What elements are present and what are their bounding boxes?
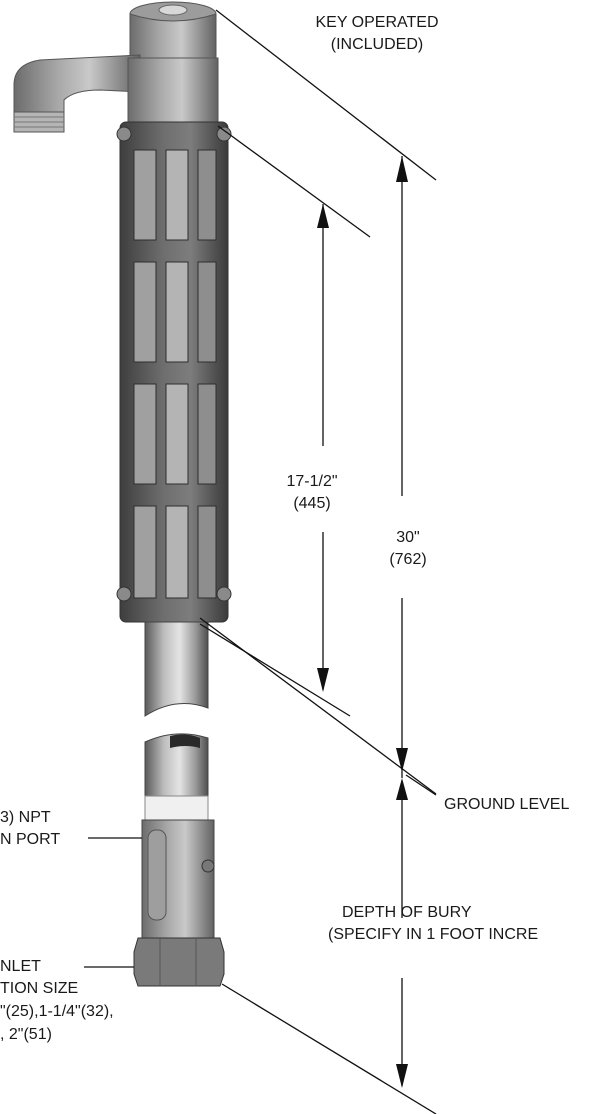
dim-17-half-label-line2: (445)	[293, 495, 330, 512]
inlet-label-line3: "(25),1-1/4"(32),	[0, 1003, 114, 1020]
ground-level-label: GROUND LEVEL	[444, 796, 569, 813]
dim-30-label-line1: 30"	[396, 529, 419, 546]
drain-valve-body	[133, 819, 225, 987]
pipe-upper-section	[144, 621, 209, 717]
hydrant-cage	[116, 121, 232, 623]
dim-17-half-label-line1: 17-1/2"	[286, 473, 337, 490]
diagram-labels: KEY OPERATED (INCLUDED) 17-1/2" (445) 30…	[0, 14, 569, 1043]
drain-port-label-line2: N PORT	[0, 831, 60, 848]
key-operated-label-line1: KEY OPERATED	[316, 14, 439, 31]
inlet-label-line1: NLET	[0, 958, 41, 975]
hydrant-illustration	[13, 1, 232, 987]
key-operated-label-line2: (INCLUDED)	[331, 36, 423, 53]
dimension-lines	[84, 9, 437, 1114]
inlet-label-line2: TION SIZE	[0, 980, 78, 997]
depth-of-bury-label-line1: DEPTH OF BURY	[342, 904, 472, 921]
dim-30-label-line2: (762)	[389, 551, 426, 568]
drain-port-label-line1: 3) NPT	[0, 809, 51, 826]
depth-of-bury-label-line2: (SPECIFY IN 1 FOOT INCRE	[328, 926, 538, 943]
inlet-label-line4: , 2"(51)	[0, 1026, 52, 1043]
hydrant-head	[13, 1, 219, 133]
pipe-lower-section	[144, 733, 209, 817]
